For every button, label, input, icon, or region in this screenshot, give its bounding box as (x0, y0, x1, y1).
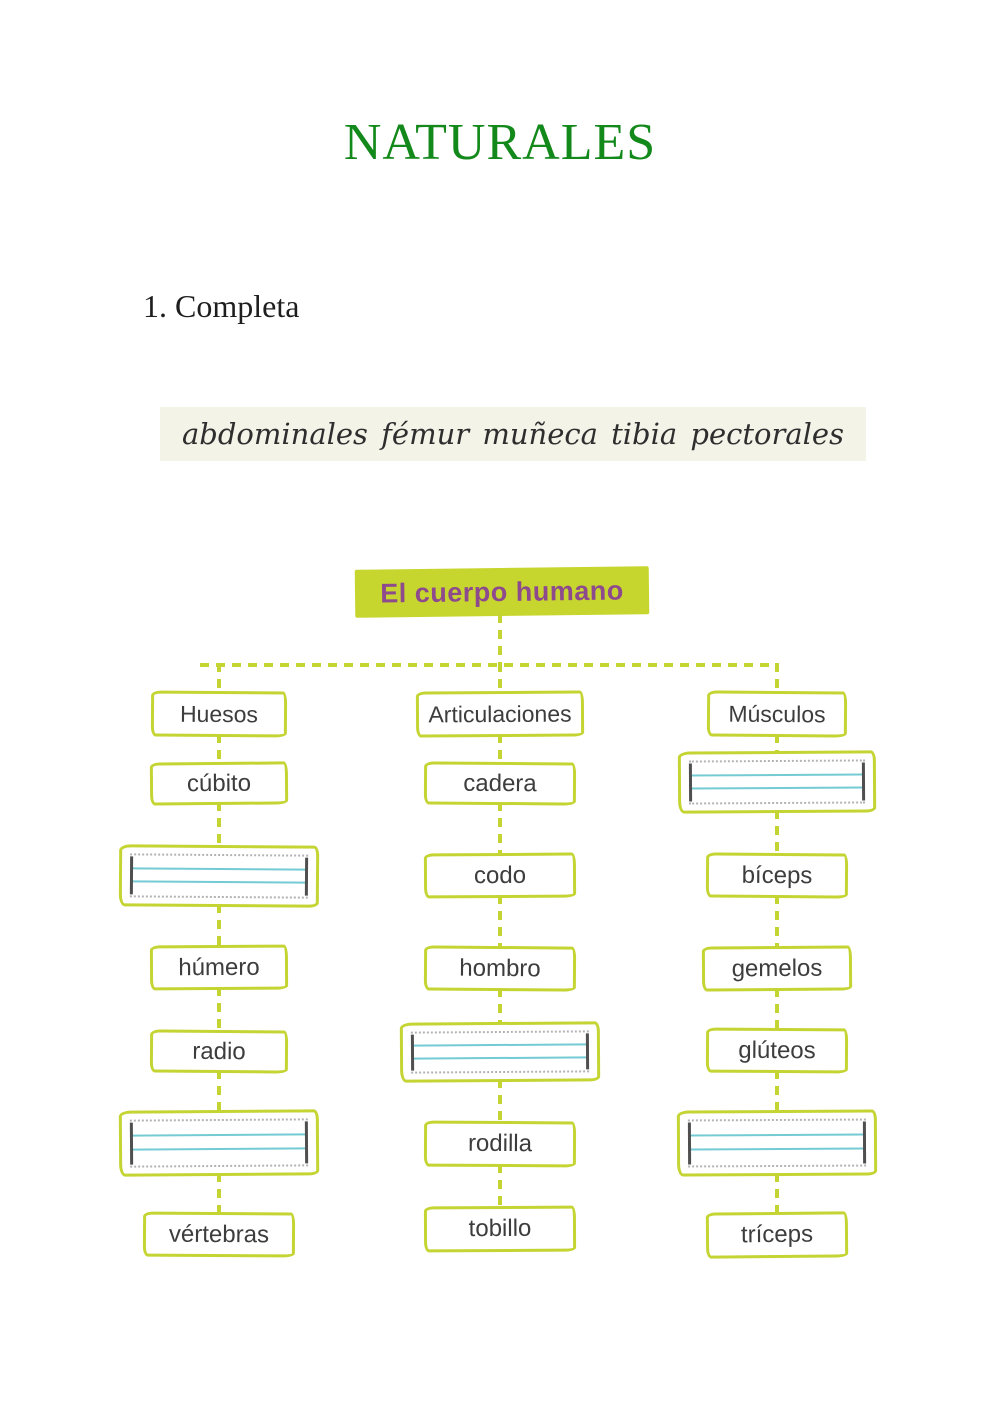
writing-margin-bar (129, 1122, 134, 1165)
term-box-tobillo: tobillo (423, 1205, 577, 1253)
writing-guide-line (688, 1133, 865, 1137)
term-label: Huesos (179, 700, 259, 727)
term-label: bíceps (741, 861, 813, 889)
writing-margin-bar (862, 1121, 867, 1164)
word-bank: abdominales fémur muñeca tibia pectorales (160, 407, 866, 461)
writing-lines (687, 1118, 867, 1168)
dashed-connector (217, 987, 221, 1033)
term-label: codo (473, 861, 527, 889)
term-label: húmero (178, 953, 260, 981)
term-label: glúteos (738, 1036, 816, 1064)
dashed-connector (498, 734, 502, 765)
root-label: El cuerpo humano (380, 575, 624, 608)
term-box-cadera: cadera (423, 761, 577, 806)
term-box-hombro: hombro (423, 945, 577, 992)
word-bank-word: pectorales (690, 417, 844, 451)
writing-margin-bar (304, 1121, 309, 1164)
term-box-cubito: cúbito (149, 761, 289, 806)
column-header-huesos: Huesos (150, 690, 288, 738)
dashed-connector (775, 895, 779, 949)
term-label: Músculos (728, 700, 826, 727)
term-box-rodilla: rodilla (423, 1120, 577, 1168)
term-box-humero: húmero (149, 944, 289, 991)
writing-lines (129, 853, 309, 899)
writing-margin-bar (687, 1122, 692, 1165)
dashed-connector (775, 1070, 779, 1113)
term-box-triceps: tríceps (705, 1211, 849, 1259)
dashed-connector (498, 614, 502, 667)
term-box-biceps: bíceps (705, 852, 849, 899)
word-bank-word: muñeca (482, 417, 598, 451)
dashed-connector (775, 734, 779, 754)
term-label: hombro (459, 954, 541, 982)
column-header-articulaciones: Articulaciones (415, 690, 585, 738)
term-label: vértebras (168, 1220, 270, 1248)
word-bank-word: fémur (381, 417, 470, 451)
dashed-connector (498, 895, 502, 949)
dashed-connector (775, 663, 779, 694)
term-box-vertebras: vértebras (142, 1211, 296, 1258)
writing-margin-bar (585, 1033, 590, 1070)
term-label: gemelos (731, 954, 823, 982)
writing-lines (129, 1118, 309, 1168)
dashed-connector (217, 734, 221, 765)
answer-blank[interactable] (677, 750, 877, 814)
dashed-connector (775, 1173, 779, 1215)
writing-margin-bar (129, 856, 134, 895)
writing-margin-bar (304, 857, 309, 896)
answer-blank[interactable] (399, 1021, 601, 1083)
term-label: Articulaciones (428, 700, 572, 727)
dashed-connector (498, 663, 502, 694)
writing-guide-line (689, 1147, 866, 1151)
answer-blank[interactable] (118, 1109, 320, 1177)
writing-guide-line (412, 1055, 589, 1060)
term-box-codo: codo (423, 852, 577, 899)
writing-lines (688, 759, 866, 805)
term-box-gluteos: glúteos (705, 1027, 849, 1074)
dashed-connector (498, 1164, 502, 1209)
word-bank-word: abdominales (182, 417, 368, 451)
writing-guide-line (411, 1043, 588, 1048)
writing-guide-line (130, 880, 307, 884)
answer-blank[interactable] (676, 1109, 878, 1177)
dashed-connector (217, 904, 221, 948)
dashed-connector (775, 988, 779, 1031)
writing-guide-line (131, 1147, 308, 1151)
dashed-connector (200, 663, 778, 667)
term-box-gemelos: gemelos (701, 945, 853, 992)
dashed-connector (217, 802, 221, 848)
writing-lines (410, 1030, 590, 1074)
writing-guide-line (690, 786, 865, 790)
term-label: radio (192, 1037, 246, 1065)
dashed-connector (498, 988, 502, 1025)
word-bank-word: tibia (611, 417, 678, 451)
term-label: tobillo (468, 1214, 532, 1243)
column-header-musculos: Músculos (706, 690, 848, 738)
term-label: tríceps (740, 1220, 814, 1249)
writing-guide-line (130, 1133, 307, 1137)
word-bank-words: abdominales fémur muñeca tibia pectorales (160, 417, 866, 451)
dashed-connector (217, 663, 221, 694)
exercise-heading: 1. Completa (143, 288, 300, 324)
root-node: El cuerpo humano (354, 566, 650, 618)
dashed-connector (498, 802, 502, 856)
dashed-connector (217, 1173, 221, 1215)
term-label: cúbito (186, 769, 252, 797)
term-label: rodilla (467, 1129, 533, 1158)
page-title: NATURALES (343, 114, 657, 171)
answer-blank[interactable] (118, 844, 320, 908)
writing-margin-bar (861, 762, 866, 801)
writing-guide-line (689, 773, 864, 777)
term-label: cadera (463, 769, 537, 797)
writing-margin-bar (410, 1034, 415, 1071)
writing-margin-bar (688, 763, 693, 802)
dashed-connector (775, 810, 779, 856)
term-box-radio: radio (149, 1029, 289, 1074)
dashed-connector (498, 1079, 502, 1124)
dashed-connector (217, 1070, 221, 1113)
writing-guide-line (131, 867, 308, 871)
